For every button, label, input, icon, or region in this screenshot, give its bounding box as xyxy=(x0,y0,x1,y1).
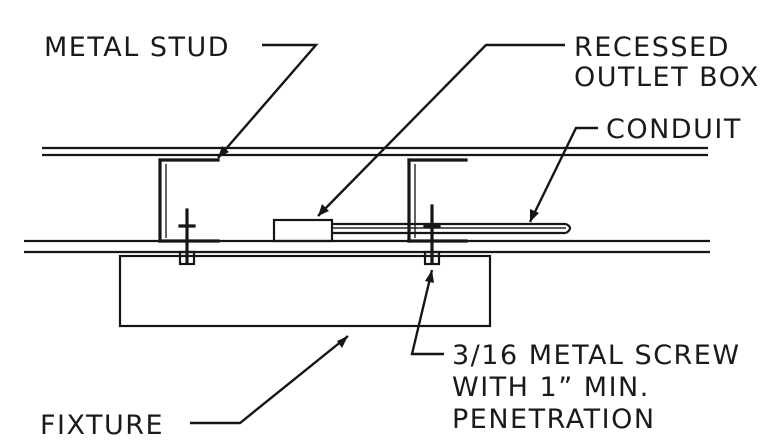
label-min-penetration: WITH 1” MIN. xyxy=(452,372,650,403)
leader-conduit xyxy=(528,126,598,223)
label-outlet-box: OUTLET BOX xyxy=(574,62,760,93)
label-recessed: RECESSED xyxy=(574,32,730,63)
fixture-body xyxy=(118,254,492,328)
recessed-outlet-box xyxy=(272,218,334,243)
label-fixture: FIXTURE xyxy=(40,410,164,441)
metal-stud-right xyxy=(407,158,468,243)
leader-metal-stud xyxy=(217,43,319,159)
label-metal-stud: METAL STUD xyxy=(44,32,230,63)
ceiling-board-lines xyxy=(24,239,710,254)
label-penetration: PENETRATION xyxy=(452,404,656,435)
metal-screw-right xyxy=(423,204,441,266)
label-conduit: CONDUIT xyxy=(606,114,742,145)
leader-recessed-outlet-box xyxy=(317,43,565,217)
leader-fixture xyxy=(190,335,349,425)
metal-stud-left xyxy=(158,158,220,243)
conduit xyxy=(332,222,572,235)
leader-metal-screw xyxy=(410,269,444,356)
label-metal-screw: 3/16 METAL SCREW xyxy=(452,340,741,371)
top-track-lines xyxy=(42,146,708,157)
metal-screw-left xyxy=(178,208,196,266)
